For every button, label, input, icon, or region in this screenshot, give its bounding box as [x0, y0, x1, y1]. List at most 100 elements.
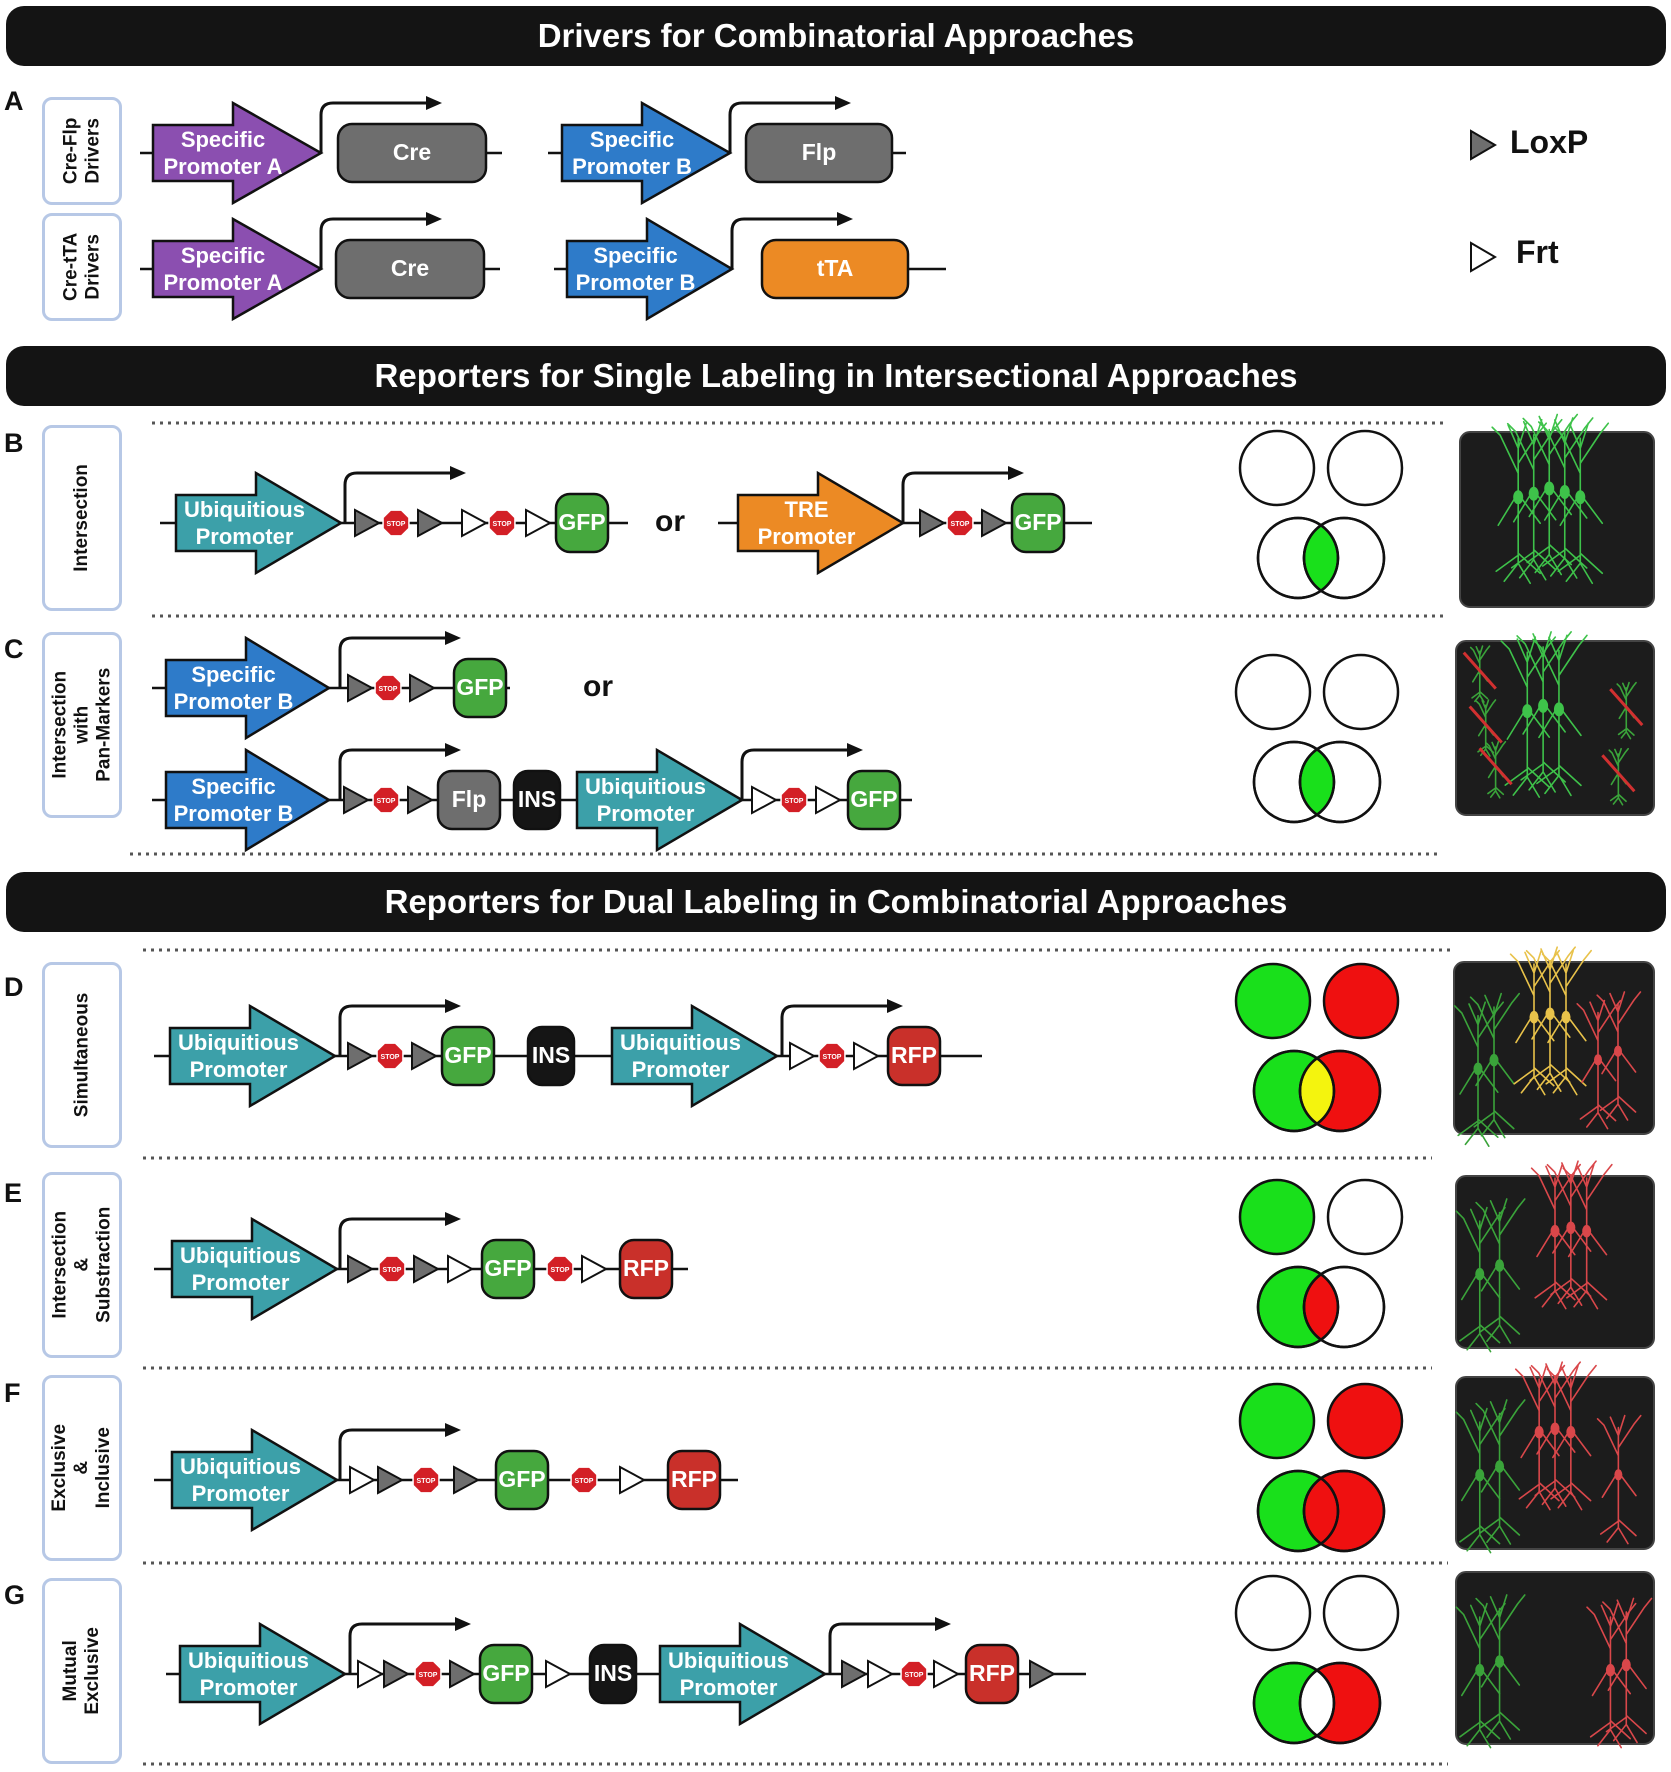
side-label-f: Exclusive & Inclusive	[42, 1375, 122, 1561]
neuron-panel-g-neuron-0-soma	[1475, 1663, 1485, 1677]
gene-flp-label: Flp	[802, 139, 837, 165]
neuron-panel-f-neuron-2-apical-dendrite	[1514, 1364, 1566, 1430]
neuron-panel-d-neuron-5-apical-dendrite	[1576, 999, 1622, 1058]
venn-e-bottom-right-outline	[1302, 1265, 1386, 1349]
b-site-2-stop-icon	[382, 509, 410, 537]
neuron-panel-g-neuron-0-basal-dendrite	[1459, 1665, 1501, 1749]
header-drivers: Drivers for Combinatorial Approaches	[6, 6, 1666, 66]
gene-cre-1	[336, 122, 488, 184]
g-site-2-loxp-icon	[383, 1659, 411, 1689]
promoter-ubiquitous-c-label-2: Promoter	[597, 801, 695, 826]
neuron-panel-d	[1453, 946, 1655, 1147]
e-site-5-stop-icon	[546, 1255, 574, 1283]
tss-g2	[828, 1622, 935, 1674]
neuron-panel-d-background	[1453, 961, 1655, 1135]
venn-e-top-right-circle	[1326, 1178, 1404, 1256]
b-site-5-stop-label: STOP	[493, 521, 512, 528]
neuron-panel-f-neuron-3-apical-dendrite	[1530, 1361, 1581, 1426]
neuron-panel-b-neuron-3-soma	[1559, 485, 1570, 499]
promoter-ubiquitous-g2	[658, 1621, 828, 1727]
header-drivers-text: Drivers for Combinatorial Approaches	[537, 17, 1135, 54]
neuron-panel-d-neuron-6-basal-dendrite	[1599, 1047, 1637, 1121]
neuron-panel-f-neuron-0-apical-dendrite	[1455, 1407, 1506, 1473]
tss-d1	[338, 1004, 445, 1056]
neuron-panel-g-neuron-2-soma	[1605, 1663, 1615, 1677]
neuron-panel-e-neuron-2-apical-dendrite	[1530, 1163, 1581, 1229]
promoter-specific-b-2-label-2: Promoter B	[576, 270, 696, 295]
tss-a3-arrowhead-icon	[426, 212, 442, 226]
panel-letter-f: F	[4, 1378, 21, 1408]
tss-a4-arrowhead-icon	[837, 212, 853, 226]
promoter-specific-a-2-label-1: Specific	[181, 243, 265, 268]
venn-d	[1234, 962, 1400, 1133]
neuron-panel-d-neuron-6-soma	[1614, 1045, 1622, 1057]
neuron-panel-g-neuron-3-apical-dendrite	[1602, 1597, 1653, 1663]
promoter-specific-b-2-label-1: Specific	[593, 243, 677, 268]
neuron-panel-b-neuron-2-basal-dendrite	[1526, 483, 1573, 576]
neuron-panel-g-neuron-3-soma	[1621, 1658, 1631, 1672]
neuron-panel-f-neuron-5-apical-dendrite	[1596, 1414, 1642, 1473]
neuron-panel-d-neuron-1-basal-dendrite	[1473, 1055, 1515, 1139]
f-site-1-frt-icon	[349, 1465, 377, 1495]
header-dual-text: Reporters for Dual Labeling in Combinato…	[384, 883, 1288, 920]
g-site-8-stop-icon	[900, 1660, 928, 1688]
venn-d-bottom-right-outline	[1298, 1049, 1382, 1133]
gene-rfp-e	[618, 1238, 674, 1300]
g-site-5-frt-icon	[545, 1659, 573, 1689]
gene-rfp-e-label: RFP	[623, 1255, 669, 1281]
gene-rfp-f	[666, 1449, 722, 1511]
f-site-4-loxp-icon	[453, 1465, 481, 1495]
neuron-panel-g-neuron-1-basal-dendrite	[1478, 1657, 1521, 1740]
neuron-panel-c-neuron-2	[1532, 634, 1588, 797]
neuron-panel-c	[1455, 631, 1655, 816]
neuron-panel-g-neuron-1-apical-dendrite	[1475, 1594, 1526, 1659]
venn-e-bottom-left-outline	[1256, 1265, 1340, 1349]
neuron-panel-c-neuron-0-apical-dendrite	[1500, 636, 1557, 708]
venn-g-base-top-left-circle	[1234, 1574, 1312, 1652]
promoter-specific-b-c2	[164, 747, 332, 853]
neuron-panel-c-cross-mark-0	[1462, 651, 1497, 690]
tss-e-arrowhead-icon	[445, 1212, 461, 1226]
header-single-text: Reporters for Single Labeling in Interse…	[374, 357, 1298, 394]
side-label-c: Intersection with Pan-Markers	[42, 632, 122, 818]
neuron-panel-c-background	[1455, 640, 1655, 816]
promoter-ubiquitous-g2-label-1: Ubiquitious	[668, 1648, 789, 1673]
f-site-6-frt-icon	[619, 1465, 647, 1495]
e-site-6-frt-icon	[581, 1254, 609, 1284]
venn-f-bottom-left-outline	[1256, 1469, 1340, 1553]
side-label-cre-flp: Cre-Flp Drivers	[42, 97, 122, 205]
gene-flp-c-label: Flp	[452, 786, 487, 812]
gene-gfp-b2-label: GFP	[1014, 509, 1061, 535]
tss-a1	[319, 101, 426, 153]
neuron-panel-c-small-neuron-1-apical-dendrite	[1616, 681, 1637, 708]
gene-gfp-e	[480, 1238, 536, 1300]
neuron-panel-f-neuron-4-soma	[1566, 1425, 1576, 1439]
d-site-2-stop-label: STOP	[381, 1054, 400, 1061]
e-site-3-loxp-icon	[413, 1254, 441, 1284]
neuron-panel-e-neuron-0-basal-dendrite	[1459, 1269, 1501, 1353]
venn-d-bottom-left-outline	[1252, 1049, 1336, 1133]
tss-g2-arrowhead-icon	[935, 1617, 951, 1631]
tss-b2	[901, 471, 1008, 523]
promoter-specific-b-c1-label-2: Promoter B	[174, 689, 294, 714]
c-site-1-loxp-icon	[347, 673, 375, 703]
neuron-panel-c-neuron-0-basal-dendrite	[1504, 706, 1551, 798]
neuron-panel-f-neuron-5-soma	[1614, 1469, 1623, 1481]
gene-cre-1-label: Cre	[393, 139, 431, 165]
side-label-g: Mutual Exclusive	[42, 1578, 122, 1764]
neuron-panel-b-neuron-4-basal-dendrite	[1557, 492, 1604, 585]
b-site-4-frt-icon	[461, 508, 489, 538]
side-label-cre-tta: Cre-tTA Drivers	[42, 213, 122, 321]
c-site-7-frt-icon	[751, 785, 779, 815]
promoter-specific-a-2-label-2: Promoter A	[164, 270, 283, 295]
venn-f-bottom-right-outline	[1302, 1469, 1386, 1553]
neuron-panel-f-neuron-3-soma	[1550, 1422, 1560, 1436]
tss-a4	[730, 217, 837, 269]
c-site-2-stop-label: STOP	[379, 686, 398, 693]
venn-d-top-left-circle	[1234, 962, 1312, 1040]
gene-ins-d-label: INS	[532, 1042, 570, 1068]
venn-f-top-left-circle	[1238, 1382, 1316, 1460]
neuron-panel-e-neuron-1-soma	[1495, 1259, 1505, 1272]
gene-gfp-c1-label: GFP	[456, 674, 503, 700]
